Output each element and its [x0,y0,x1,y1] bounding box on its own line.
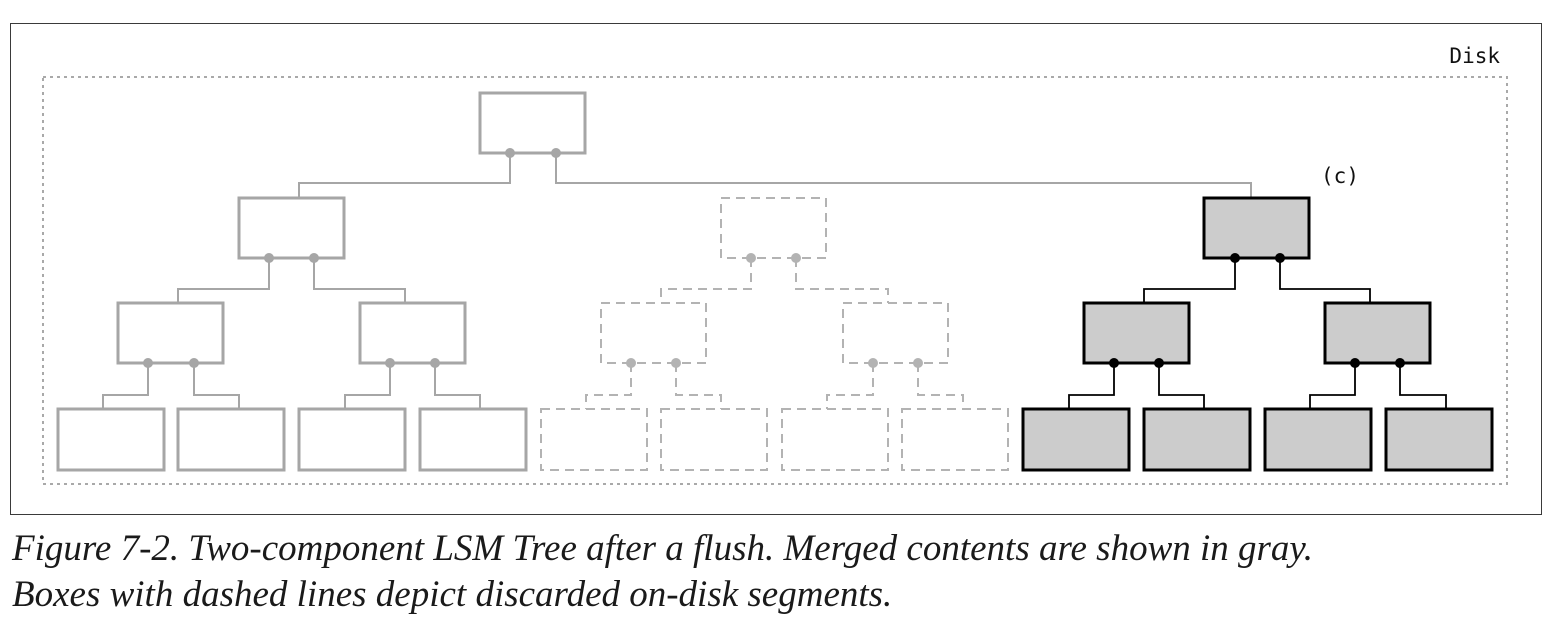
tree-b-leaf-node-4 [901,408,1009,471]
tree-a-edge-l2l-left [102,363,149,409]
figure-frame [10,23,1542,515]
tree-b-edge-root-left [660,258,752,303]
tree-c-leaf-node-3 [1263,407,1373,472]
tree-b-level2-node-left [600,302,707,364]
tree-c-level2-left-pointer-right [1154,358,1164,368]
tree-c-leaf-node-4 [1384,407,1494,472]
figure-caption: Figure 7-2. Two-component LSM Tree after… [12,526,1552,618]
tree-c-label: (c) [1321,164,1359,188]
tree-a-level2-node-left [116,301,225,365]
caption-line-1: Figure 7-2. Two-component LSM Tree after… [12,528,1314,569]
tree-c-edge-root-right [1279,258,1371,303]
tree-a-level1-node [237,196,346,260]
tree-a-edge-level1-left [177,258,270,303]
tree-c-edge-root-left [1143,258,1236,303]
tree-c-level2-node-left [1082,301,1191,365]
tree-a-root-node [478,91,587,155]
tree-b-edge-l2l-left [585,363,632,409]
tree-c-root-node [1202,196,1311,260]
tree-a-edge-l2r-right [434,363,481,409]
tree-c-level2-node-right [1323,301,1432,365]
tree-a-edge-level1-right [313,258,406,303]
tree-b-edge-l2r-left [826,363,874,409]
tree-a-leaf-node-1 [56,407,166,472]
tree-a-edge-l2r-left [344,363,391,409]
tree-c-root-pointer-left [1230,253,1240,263]
tree-a-edge-l2l-right [193,363,240,409]
tree-c-edge-l2r-left [1309,363,1356,409]
tree-c-leaf-node-2 [1142,407,1252,472]
tree-a-leaf-node-4 [418,407,528,472]
tree-b-leaf-node-1 [540,408,648,471]
tree-b-edge-l2l-right [675,363,722,409]
tree-b-level2-node-right [842,302,949,364]
tree-a-edge-root-to-level1 [298,153,511,198]
tree-c-leaf-node-1 [1021,407,1131,472]
tree-c-edge-l2r-right [1399,363,1447,409]
tree-b-leaf-node-2 [660,408,768,471]
tree-layer [56,91,1494,472]
tree-b-root-node [720,197,827,259]
tree-c-level2-right-pointer-right [1395,358,1405,368]
tree-c-level2-right-pointer-left [1350,358,1360,368]
disk-region [42,76,1508,485]
tree-b-edge-l2r-right [917,363,964,409]
tree-a-leaf-node-2 [176,407,286,472]
tree-a-leaf-node-3 [297,407,407,472]
tree-b-leaf-node-3 [781,408,889,471]
tree-b-edge-root-right [795,258,889,303]
tree-c-edge-l2l-left [1068,363,1115,409]
disk-label: Disk [1449,44,1500,68]
tree-a-edge-root-to-tree-c [555,153,1252,198]
tree-c-level2-left-pointer-left [1109,358,1119,368]
tree-c-root-pointer-right [1275,253,1285,263]
caption-line-2: Boxes with dashed lines depict discarded… [12,574,893,615]
tree-c-edge-l2l-right [1158,363,1205,409]
lsm-tree-diagram: Disk (c) [42,44,1508,485]
tree-a-level2-node-right [358,301,467,365]
